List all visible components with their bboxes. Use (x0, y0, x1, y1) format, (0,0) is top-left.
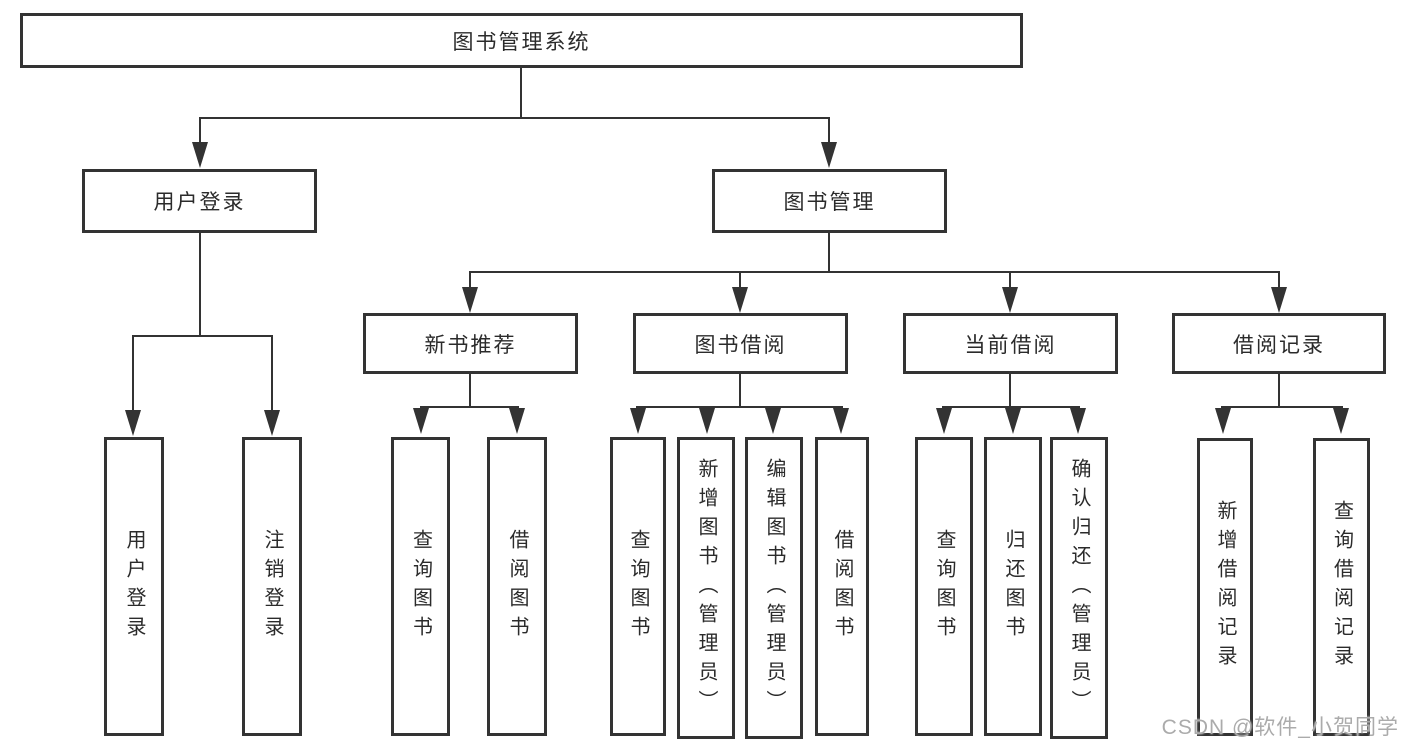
leaf-query-books-recommend: 查询图书 (391, 437, 450, 736)
leaf-logout: 注销登录 (242, 437, 302, 736)
leaf-label: 新增借阅记录 (1214, 500, 1236, 674)
connector-line (828, 119, 830, 144)
node-label: 图书管理 (783, 191, 876, 214)
node-book-management: 图书管理 (712, 169, 947, 233)
connector-line (520, 68, 522, 119)
connector-line (1278, 273, 1280, 289)
leaf-label: 查询图书 (933, 528, 955, 645)
connector-line (739, 273, 741, 289)
connector-line (636, 406, 843, 408)
leaf-add-book-admin: 新增图书（管理员） (677, 437, 735, 739)
leaf-label: 借阅图书 (831, 528, 853, 645)
node-label: 用户登录 (153, 191, 246, 214)
arrowhead-down-icon (833, 408, 849, 434)
leaf-edit-book-admin: 编辑图书（管理员） (745, 437, 803, 739)
leaf-add-borrow-record: 新增借阅记录 (1197, 438, 1253, 736)
leaf-label: 归还图书 (1002, 528, 1024, 645)
node-root-library-system: 图书管理系统 (20, 13, 1023, 68)
node-book-borrow: 图书借阅 (633, 313, 848, 374)
arrowhead-down-icon (509, 408, 525, 434)
connector-line (199, 233, 201, 337)
connector-line (1009, 374, 1011, 408)
leaf-return-book: 归还图书 (984, 437, 1042, 736)
node-user-login: 用户登录 (82, 169, 317, 233)
arrowhead-down-icon (1333, 408, 1349, 434)
arrowhead-down-icon (264, 410, 280, 436)
leaf-borrow-books-recommend: 借阅图书 (487, 437, 547, 736)
connector-line (469, 273, 471, 289)
connector-line (132, 337, 134, 412)
leaf-label: 新增图书（管理员） (695, 457, 717, 719)
leaf-label: 查询借阅记录 (1330, 500, 1353, 674)
leaf-label: 注销登录 (261, 528, 283, 645)
arrowhead-down-icon (765, 408, 781, 434)
leaf-borrow-books: 借阅图书 (815, 437, 869, 736)
node-current-borrow: 当前借阅 (903, 313, 1118, 374)
arrowhead-down-icon (1070, 408, 1086, 434)
leaf-label: 用户登录 (123, 528, 145, 645)
connector-line (199, 117, 830, 119)
leaf-label: 借阅图书 (506, 528, 528, 645)
arrowhead-down-icon (630, 408, 646, 434)
arrowhead-down-icon (936, 408, 952, 434)
connector-line (199, 119, 201, 144)
connector-line (942, 406, 1080, 408)
node-label: 当前借阅 (964, 333, 1057, 357)
connector-line (1009, 273, 1011, 289)
node-label: 图书借阅 (694, 333, 787, 357)
arrowhead-down-icon (1215, 408, 1231, 434)
connector-line (1278, 374, 1280, 408)
connector-line (739, 374, 741, 408)
watermark: CSDN @软件_小贺同学 (1161, 716, 1399, 739)
arrowhead-down-icon (1271, 287, 1287, 313)
node-label: 借阅记录 (1233, 333, 1325, 357)
connector-line (469, 271, 1280, 273)
connector-line (420, 406, 519, 408)
arrowhead-down-icon (125, 410, 141, 436)
arrowhead-down-icon (462, 287, 478, 313)
node-label: 新书推荐 (424, 333, 517, 357)
arrowhead-down-icon (699, 408, 715, 434)
arrowhead-down-icon (413, 408, 429, 434)
leaf-label: 查询图书 (409, 528, 432, 645)
arrowhead-down-icon (821, 142, 837, 168)
leaf-query-books-current: 查询图书 (915, 437, 973, 736)
leaf-label: 编辑图书（管理员） (763, 457, 785, 719)
leaf-user-login: 用户登录 (104, 437, 164, 736)
connector-line (469, 374, 471, 408)
arrowhead-down-icon (1005, 408, 1021, 434)
leaf-confirm-return-admin: 确认归还（管理员） (1050, 437, 1108, 739)
node-borrow-records: 借阅记录 (1172, 313, 1386, 374)
leaf-label: 查询图书 (627, 528, 649, 645)
node-new-book-recommend: 新书推荐 (363, 313, 578, 374)
arrowhead-down-icon (1002, 287, 1018, 313)
connector-line (828, 233, 830, 273)
leaf-query-books-borrow: 查询图书 (610, 437, 666, 736)
arrowhead-down-icon (192, 142, 208, 168)
connector-line (132, 335, 273, 337)
leaf-query-borrow-record: 查询借阅记录 (1313, 438, 1370, 736)
connector-line (271, 337, 273, 412)
leaf-label: 确认归还（管理员） (1068, 457, 1090, 719)
arrowhead-down-icon (732, 287, 748, 313)
connector-line (1221, 406, 1343, 408)
node-label: 图书管理系统 (452, 30, 591, 54)
